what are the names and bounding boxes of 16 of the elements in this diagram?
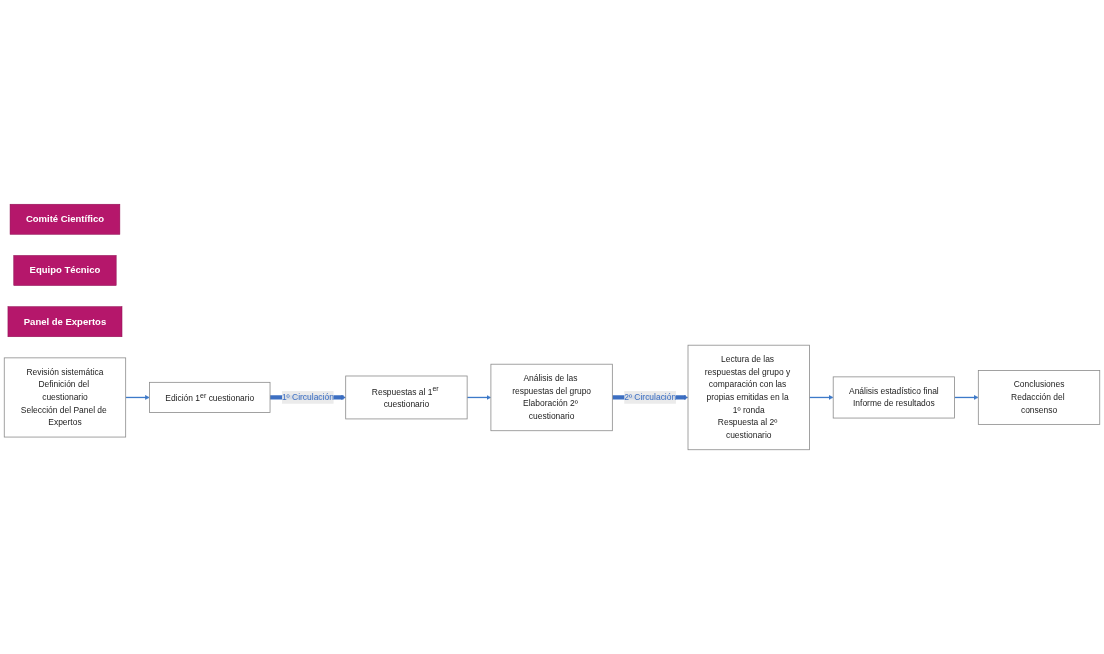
node-box [13,255,117,286]
edge-label: 1º Circulación [281,392,334,402]
node-box [345,375,468,420]
arrow [125,395,150,400]
arrow [953,395,979,400]
node-box [687,344,810,451]
node-box [977,370,1101,425]
arrow [466,395,492,400]
node-box [490,363,613,432]
node-box [149,381,271,413]
edge-label: 2º Circulación [624,392,677,402]
arrow [808,395,834,400]
node-box [3,357,127,438]
node-box [7,306,123,338]
node-box [832,376,955,419]
node-box [9,203,121,235]
